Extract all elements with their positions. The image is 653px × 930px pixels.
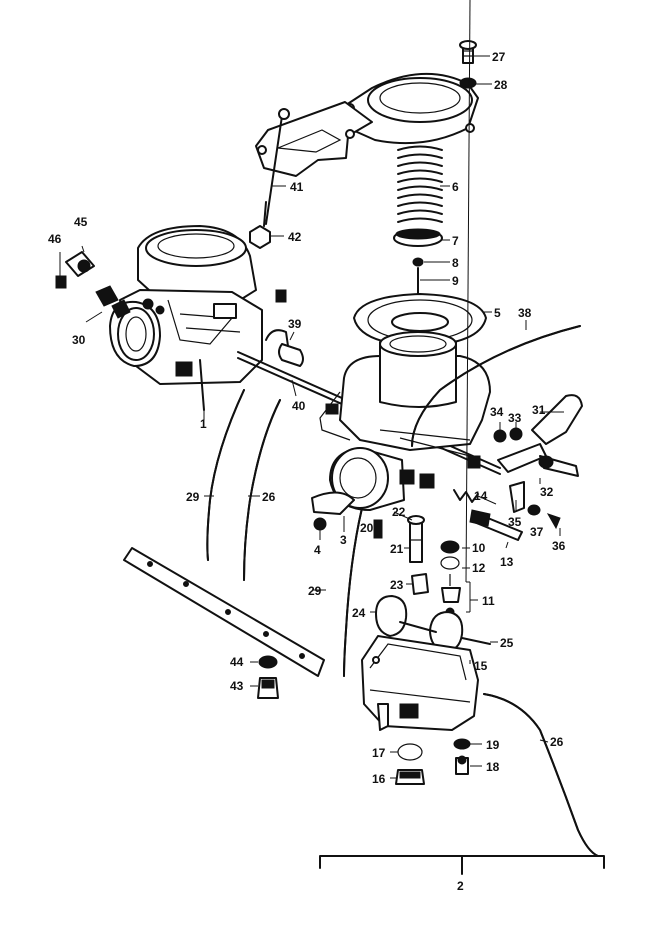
gasket-17: [397, 743, 423, 761]
carburetor-top-cover: [345, 72, 479, 145]
diaphragm: [353, 293, 487, 347]
callout-32: 32: [540, 485, 554, 499]
callout-39: 39: [288, 317, 302, 331]
callout-3: 3: [340, 533, 347, 547]
callout-29-right: 29: [308, 584, 322, 598]
callout-43: 43: [230, 679, 244, 693]
pilot-spring: [453, 489, 479, 503]
right-carburetor-body: [319, 331, 491, 511]
piston-spring: [397, 145, 443, 223]
cable-bracket: [493, 394, 583, 530]
callout-26-left: 26: [262, 490, 276, 504]
idle-screw: [275, 289, 287, 303]
callout-36: 36: [552, 539, 566, 553]
left-carburetor-body: [95, 225, 263, 411]
callout-33: 33: [508, 411, 522, 425]
callout-8: 8: [452, 256, 459, 270]
drain-plug-16: [395, 769, 425, 785]
callout-11: 11: [482, 594, 495, 608]
callout-23: 23: [390, 578, 404, 592]
main-jet-23: [411, 573, 429, 595]
callout-6: 6: [452, 180, 459, 194]
float-pin-25: [461, 637, 491, 645]
callout-5: 5: [494, 306, 501, 320]
callout-17: 17: [372, 746, 386, 760]
callout-30: 30: [72, 333, 86, 347]
callout-29-left: 29: [186, 490, 200, 504]
callout-31: 31: [532, 403, 546, 417]
callout-22: 22: [392, 505, 406, 519]
needle-jet-21: [407, 515, 425, 563]
callout-18: 18: [486, 760, 500, 774]
mounting-plate: [255, 101, 373, 177]
callout-37: 37: [530, 525, 544, 539]
callout-19: 19: [486, 738, 500, 752]
callout-labels: 1 2 3 4 5 6 7 8 9 10 11 12 13 14 15 16 1…: [48, 50, 566, 893]
callout-21: 21: [390, 542, 404, 556]
washer-44: [258, 655, 278, 669]
callout-42: 42: [288, 230, 302, 244]
callout-40: 40: [292, 399, 306, 413]
callout-45: 45: [74, 215, 88, 229]
throttle-stop-rod: [263, 108, 290, 227]
sleeve: [265, 329, 304, 367]
hose-29-right: [343, 507, 363, 677]
hose-26-left: [243, 399, 281, 581]
hose-26-right: [483, 693, 599, 857]
callout-10: 10: [472, 541, 486, 555]
small-screw: [55, 275, 67, 289]
air-screw: [469, 509, 523, 541]
callout-16: 16: [372, 772, 386, 786]
spring-seat: [393, 228, 443, 247]
pin-20: [373, 519, 383, 539]
bolt-43: [257, 677, 279, 699]
callout-7: 7: [452, 234, 459, 248]
callout-26-right: 26: [550, 735, 564, 749]
cover-screw: [459, 40, 477, 64]
washer-19: [453, 738, 471, 750]
needle-clip: [412, 257, 424, 267]
cover-washer: [459, 77, 477, 89]
callout-44: 44: [230, 655, 244, 669]
callout-41: 41: [290, 180, 304, 194]
callout-20: 20: [360, 521, 374, 535]
assembly-bracket: [319, 855, 605, 875]
callout-34: 34: [490, 405, 504, 419]
callout-1: 1: [200, 417, 207, 431]
washer-10: [440, 540, 460, 554]
floats-24: [375, 595, 464, 653]
rod-nut: [249, 225, 271, 249]
callout-12: 12: [472, 561, 486, 575]
screw-3-4: [311, 491, 355, 531]
long-hose-38: [411, 325, 581, 447]
callout-4: 4: [314, 543, 321, 557]
callout-35: 35: [508, 515, 522, 529]
callout-28: 28: [494, 78, 508, 92]
callout-27: 27: [492, 50, 506, 64]
hose-29-left: [206, 389, 245, 561]
callout-9: 9: [452, 274, 459, 288]
callout-2: 2: [457, 879, 464, 893]
callout-25: 25: [500, 636, 514, 650]
float-chamber-15: [361, 635, 479, 731]
callout-13: 13: [500, 555, 514, 569]
callout-46: 46: [48, 232, 62, 246]
float-valve-11: [441, 574, 461, 617]
callout-24: 24: [352, 606, 366, 620]
callout-15: 15: [474, 659, 488, 673]
mounting-bar: [123, 547, 325, 677]
choke-lever: [65, 251, 95, 277]
drain-screw-18: [455, 755, 469, 775]
callout-14: 14: [474, 489, 488, 503]
leader-lines: [59, 0, 564, 779]
o-ring-12: [440, 556, 460, 570]
callout-38: 38: [518, 306, 532, 320]
